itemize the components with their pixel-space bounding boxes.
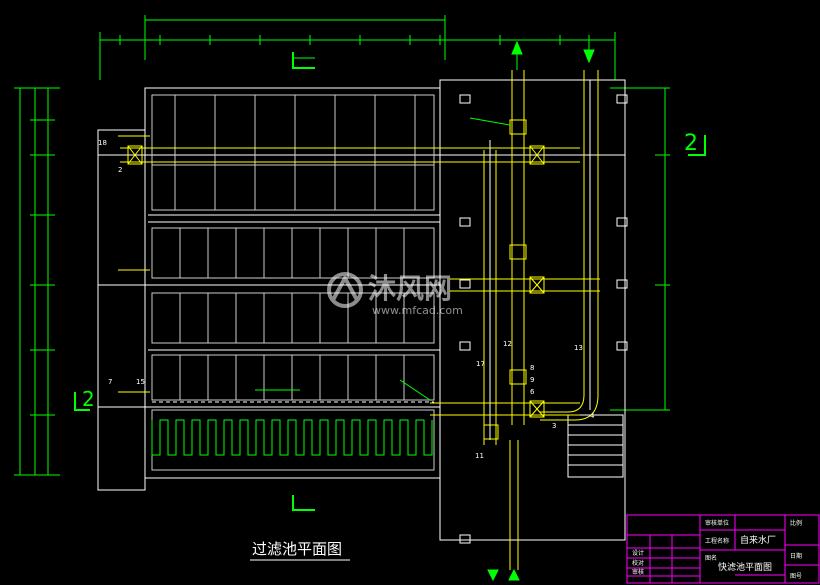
tb-cell-7: 校对: [632, 559, 644, 567]
callout-h: 9: [530, 376, 534, 384]
pipe-network: [118, 70, 600, 570]
callout-i: 6: [530, 388, 535, 396]
leaders: [255, 117, 511, 401]
dimension-lines: [14, 15, 670, 476]
section-mark-right-label: 2: [684, 131, 698, 156]
watermark: 沐风网 www.mfcad.com: [327, 272, 463, 317]
watermark-logo-icon: [327, 272, 363, 308]
title-block: [626, 514, 820, 584]
callout-c: 11: [475, 452, 484, 460]
callout-g: 8: [530, 364, 534, 372]
flow-arrows: [487, 35, 595, 582]
callout-j: 7: [108, 378, 112, 386]
tb-cell-5: 图号: [790, 573, 802, 580]
section-mark-left-label: 2: [82, 387, 95, 411]
tb-cell-4: 日期: [790, 552, 802, 560]
watermark-url: www.mfcad.com: [372, 304, 463, 317]
tb-cell-8: 审核: [632, 568, 644, 576]
tb-cell-3: 比例: [790, 519, 802, 527]
callout-k: 3: [552, 422, 556, 430]
tb-project: 自来水厂: [740, 534, 776, 546]
tb-sheet-name: 快滤池平面图: [718, 561, 772, 573]
section-marks: [74, 52, 706, 511]
callout-d: 12: [503, 340, 512, 348]
tb-cell-1: 工程名称: [705, 537, 729, 545]
filter-structure: [97, 79, 628, 544]
tb-cell-6: 设计: [632, 549, 644, 557]
watermark-brand: 沐风网: [368, 272, 452, 305]
callout-e: 17: [476, 360, 485, 368]
callout-l: 4: [590, 412, 595, 420]
drawing-title: 过滤池平面图: [252, 540, 342, 558]
callout-f: 13: [574, 344, 583, 352]
tb-cell-2: 图名: [705, 554, 717, 562]
callout-b: 2: [118, 166, 122, 174]
callout-m: 15: [136, 378, 145, 386]
tb-cell-0: 审核单位: [705, 519, 729, 527]
callout-a: 18: [98, 139, 107, 147]
